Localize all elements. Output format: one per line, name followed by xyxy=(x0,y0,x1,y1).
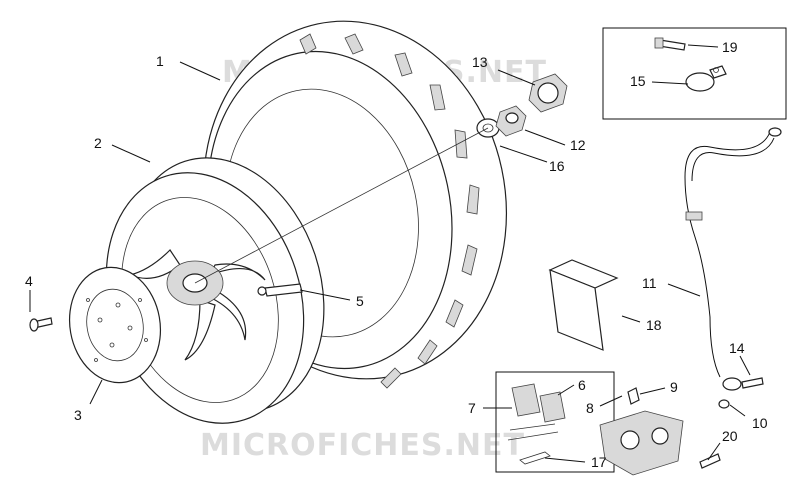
callout-7: 7 xyxy=(468,400,476,416)
callout-2: 2 xyxy=(94,135,102,151)
callout-17: 17 xyxy=(591,454,607,470)
rim xyxy=(105,157,325,424)
callout-12: 12 xyxy=(570,137,586,153)
axle-parts xyxy=(476,73,568,138)
manual-booklet xyxy=(548,259,619,351)
callout-3: 3 xyxy=(74,407,82,423)
callout-4: 4 xyxy=(25,273,33,289)
callout-11: 11 xyxy=(642,275,657,291)
brake-disc xyxy=(29,266,162,384)
brake-pads xyxy=(507,383,566,465)
inset-box-top xyxy=(602,27,787,120)
callout-19: 19 xyxy=(722,39,738,55)
screw-and-clamp xyxy=(654,37,727,92)
callout-14: 14 xyxy=(729,340,745,356)
watermark-bottom: MICROFICHES.NET xyxy=(200,428,525,463)
caliper xyxy=(599,387,721,476)
callout-10: 10 xyxy=(752,415,768,431)
callout-15: 15 xyxy=(630,73,646,89)
callout-5: 5 xyxy=(356,293,364,309)
callout-8: 8 xyxy=(586,400,594,416)
callout-9: 9 xyxy=(670,379,678,395)
brake-hose xyxy=(684,127,782,409)
leader-lines xyxy=(29,44,751,463)
callout-1: 1 xyxy=(156,53,164,69)
callout-16: 16 xyxy=(549,158,565,174)
callout-20: 20 xyxy=(722,428,738,444)
callout-6: 6 xyxy=(578,377,586,393)
callout-18: 18 xyxy=(646,317,662,333)
callout-13: 13 xyxy=(472,54,488,70)
